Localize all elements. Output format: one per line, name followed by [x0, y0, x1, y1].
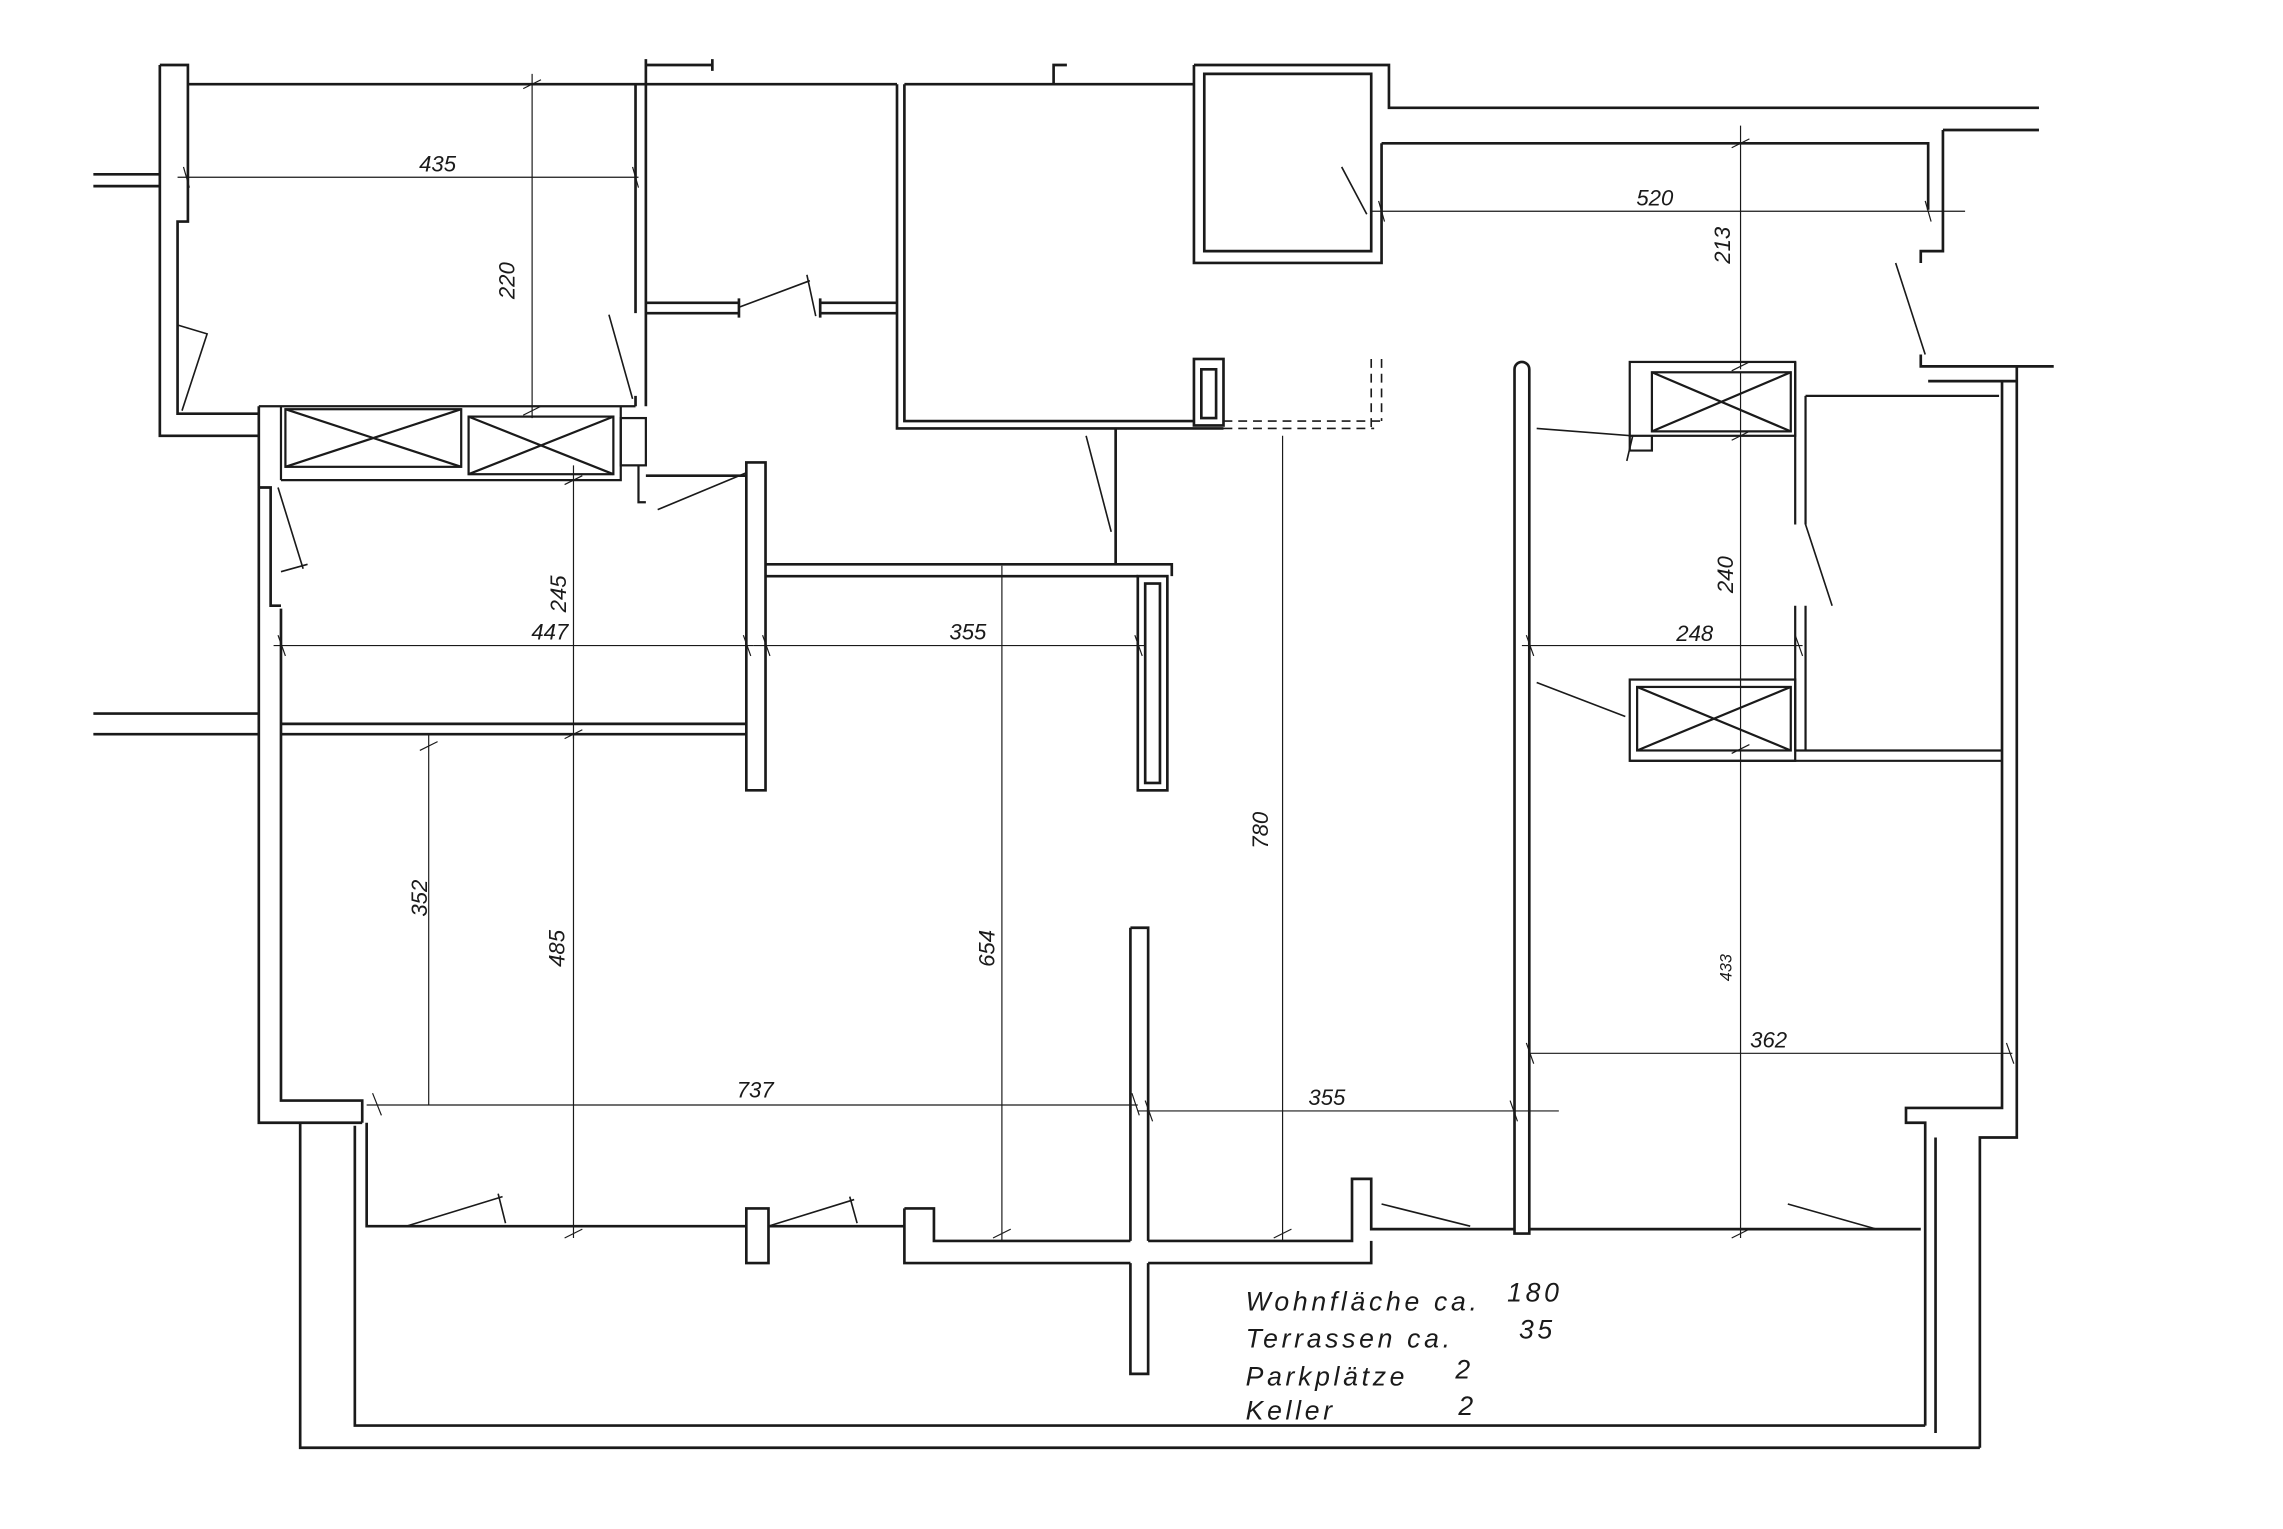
wall-right-mid	[1629, 749, 2003, 762]
dim-label-left-room-width: 447	[531, 620, 569, 645]
dim-line-top-right-width	[1371, 200, 1966, 222]
dim-label-living-depth: 485	[545, 929, 570, 967]
door-swing	[1536, 681, 1626, 718]
dim-label-right-room-width: 248	[1675, 621, 1714, 646]
door-swing	[738, 274, 817, 317]
dim-line-living-width	[366, 1092, 1140, 1116]
wall-bath	[645, 82, 898, 318]
wall-right-small-room	[1794, 361, 2000, 751]
note-terrace-label: Terrassen ca.	[1246, 1323, 1454, 1353]
closet-right-top-cross	[1628, 371, 1792, 452]
dim-label-bottom-right-width: 362	[1750, 1027, 1787, 1052]
wall-center-room	[895, 63, 1224, 430]
dim-line-center-depth	[1273, 435, 1292, 1241]
closet-right-top	[1650, 371, 1792, 433]
closets	[258, 360, 2003, 762]
dim-label-hall-width: 355	[949, 620, 987, 645]
shaft-inner	[1200, 367, 1218, 420]
wall-central-partition	[1513, 360, 1531, 1235]
door-swings	[177, 166, 1926, 1230]
wall-bottom-living	[365, 926, 1921, 1376]
door-swing	[1340, 166, 1368, 215]
dim-line-living-center-depth	[992, 565, 1012, 1241]
dashed-outline	[1223, 358, 1383, 430]
dim-line-center-bottom-width	[1137, 1100, 1559, 1122]
wall-left-living	[93, 406, 1174, 1125]
dim-line-bottom-right-width	[1525, 1042, 2015, 1064]
pillar-inner	[1143, 582, 1162, 785]
wall-top-left-room	[93, 59, 714, 438]
dim-label-center-depth: 780	[1248, 811, 1273, 849]
area-notes: Wohnfläche ca. 180 Terrassen ca. 35 Park…	[1246, 1277, 1562, 1426]
dashed-wall	[1223, 358, 1383, 430]
dim-label-top-left-width: 435	[419, 151, 457, 176]
wall-right-outer	[1904, 366, 2019, 1448]
dimension-lines	[177, 73, 2015, 1241]
door-swing	[1804, 524, 1833, 606]
note-cellar-value: 2	[1457, 1391, 1476, 1421]
dim-label-living-width: 737	[737, 1078, 775, 1103]
dim-label-top-right-width: 520	[1636, 185, 1674, 210]
closet-block-left	[258, 405, 646, 504]
door-swing	[1787, 1203, 1877, 1230]
dim-label-living-left-depth: 352	[407, 880, 432, 917]
pillar-outer	[1136, 574, 1169, 792]
dim-line-right-room-depth	[1731, 372, 1750, 761]
note-terrace-value: 35	[1519, 1314, 1556, 1344]
dim-label-bottom-right-depth: 433	[1718, 954, 1736, 981]
dim-label-living-center-depth: 654	[975, 930, 1000, 967]
terrace-outline	[298, 1122, 1980, 1450]
door-swing	[608, 314, 634, 400]
note-parking-value: 2	[1454, 1354, 1473, 1384]
dim-line-living-depth	[564, 734, 583, 1239]
door-swing	[1381, 1203, 1471, 1227]
closet-left-2-cross	[468, 415, 614, 476]
note-living-area-value: 180	[1507, 1277, 1562, 1307]
wall-top-right-room	[1381, 128, 2054, 383]
closet-right-bottom	[1636, 685, 1792, 752]
note-cellar-label: Keller	[1246, 1396, 1336, 1426]
dim-line-top-left-width	[177, 166, 640, 188]
door-swing	[177, 324, 209, 411]
dim-line-hall-width	[753, 635, 1146, 657]
dim-line-top-left-depth	[522, 73, 542, 419]
door-swing	[1085, 435, 1113, 533]
dim-label-top-right-depth: 213	[1710, 226, 1735, 265]
walls	[93, 59, 2054, 1450]
door-swing	[768, 1196, 858, 1227]
dim-line-bottom-right-depth	[1731, 760, 1750, 1239]
closet-left-1-cross	[285, 408, 462, 468]
door-swing	[406, 1193, 507, 1227]
dim-label-top-left-depth: 220	[494, 262, 519, 301]
dim-line-top-right-depth	[1731, 125, 1750, 372]
door-swing	[657, 471, 747, 511]
dim-label-center-bottom-width: 355	[1308, 1085, 1346, 1110]
wall-small-room	[1192, 63, 2039, 265]
note-parking-label: Parkplätze	[1246, 1362, 1409, 1392]
closet-left-shaft	[619, 416, 647, 467]
dim-label-left-room-depth: 245	[546, 575, 571, 614]
closet-left-1	[284, 408, 463, 468]
door-swing	[1536, 427, 1634, 462]
door-swing	[277, 487, 308, 573]
note-living-area-label: Wohnfläche ca.	[1246, 1286, 1481, 1316]
door-swing	[1894, 262, 1926, 355]
dim-label-right-room-depth: 240	[1713, 556, 1738, 595]
dim-line-left-room-width	[273, 635, 754, 657]
closet-left-2	[467, 415, 615, 476]
dim-line-living-left-depth	[419, 734, 438, 1106]
shaft-outer	[1192, 357, 1225, 427]
closet-right-bottom-cross	[1636, 685, 1792, 752]
dimension-labels: 435 220 520 213 245 447 355 240 248 780 …	[407, 151, 1787, 1110]
dim-line-right-room-width	[1521, 635, 1804, 657]
